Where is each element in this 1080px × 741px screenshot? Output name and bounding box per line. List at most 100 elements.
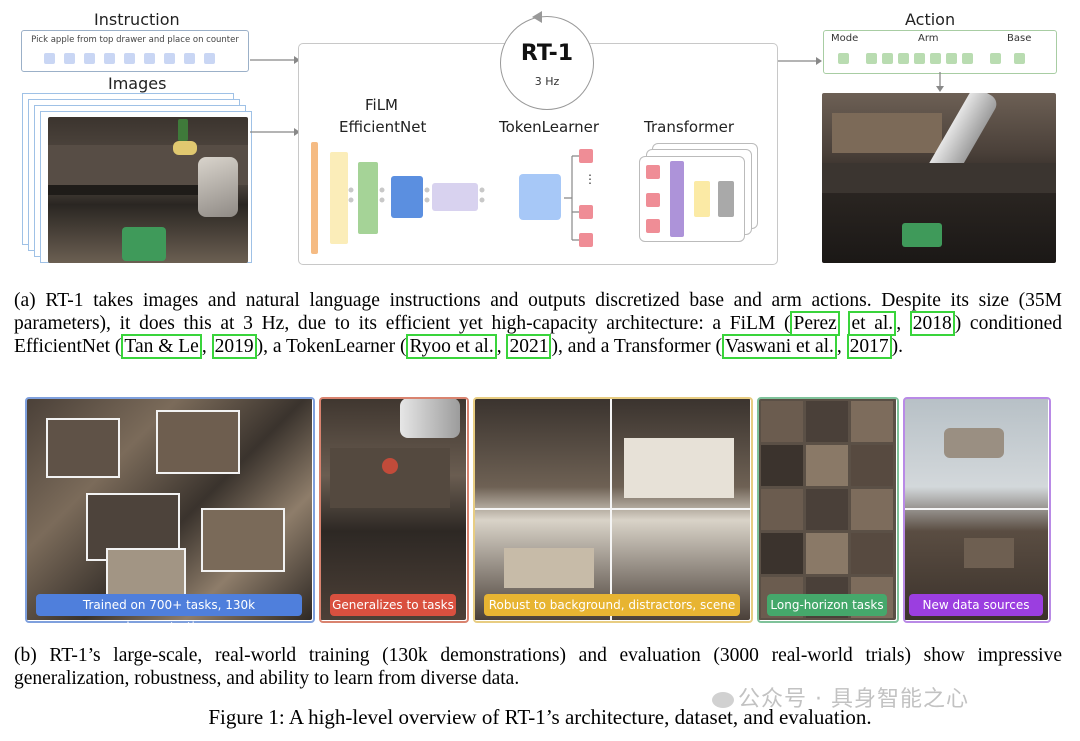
action-arm-label: Arm (918, 33, 939, 44)
citation-link[interactable]: Tan & Le (121, 334, 202, 359)
learned-token (579, 205, 593, 219)
citation-year-link[interactable]: 2018 (909, 311, 955, 336)
grid-cell (806, 489, 848, 530)
panel-frame (25, 397, 315, 623)
action-heading: Action (905, 10, 956, 29)
grid-cell (761, 489, 803, 530)
action-token (1014, 53, 1025, 64)
caption-a-text: ). (891, 336, 904, 357)
instruction-heading: Instruction (94, 10, 180, 29)
panel-label: Trained on 700+ tasks, 130k demonstratio… (36, 594, 302, 634)
action-token (962, 53, 973, 64)
panel-frame (757, 397, 899, 623)
action-token (898, 53, 909, 64)
instruction-box: Pick apple from top drawer and place on … (21, 30, 249, 72)
caption-a-text: ) conditioned EfficientNet ( (14, 313, 1062, 357)
tokenlearner-label: TokenLearner (499, 118, 599, 136)
grid-cell (851, 445, 893, 486)
panel-generalization (320, 398, 466, 620)
figure-caption: Figure 1: A high-level overview of RT-1’… (208, 705, 872, 729)
connector-dots (348, 187, 485, 203)
tokenlearner-block (519, 174, 561, 220)
caption-a: (a) RT-1 takes images and natural langua… (14, 289, 1062, 359)
watermark: 公众号 · 具身智能之心 (712, 681, 969, 713)
learned-token (579, 233, 593, 247)
citation-year-link[interactable]: 2021 (506, 334, 552, 359)
grid-cell (806, 533, 848, 574)
action-down-arrow (936, 72, 944, 92)
film-label: FiLM (365, 96, 399, 114)
action-token (866, 53, 877, 64)
instruction-token (144, 53, 155, 64)
model-name: RT-1 (520, 41, 574, 66)
conv-block (330, 152, 348, 244)
instruction-token (64, 53, 75, 64)
citation-year-link[interactable]: 2017 (846, 334, 892, 359)
panel-label: Generalizes to tasks (330, 594, 456, 616)
instruction-token (164, 53, 175, 64)
output-arrow (778, 57, 822, 65)
instruction-token (124, 53, 135, 64)
action-box: Mode Arm Base (823, 30, 1057, 74)
action-token (946, 53, 957, 64)
grid-cell (806, 401, 848, 442)
caption-a-text: ), and a Transformer ( (551, 336, 723, 357)
caption-a-text: ), a TokenLearner ( (256, 336, 407, 357)
citation-link[interactable]: Vaswani et al. (722, 334, 837, 359)
conv-block (432, 183, 478, 211)
grid-cell (851, 489, 893, 530)
action-base-label: Base (1007, 33, 1032, 44)
citation-link[interactable]: Perez (790, 311, 840, 336)
model-rate: 3 Hz (534, 75, 560, 88)
panel-label: New data sources (909, 594, 1043, 616)
panel-robustness (474, 398, 750, 620)
instruction-text: Pick apple from top drawer and place on … (31, 35, 239, 45)
images-heading: Images (108, 74, 167, 93)
panel-frame (319, 397, 469, 623)
instruction-token (104, 53, 115, 64)
robot-action-image (822, 93, 1056, 263)
citation-link[interactable]: Ryoo et al. (406, 334, 497, 359)
transformer-layer (639, 156, 745, 242)
efficientnet-label: EfficientNet (339, 118, 427, 136)
caption-a-text: (a) RT-1 takes images and natural langua… (14, 290, 1062, 334)
caption-b: (b) RT-1’s large-scale, real-world train… (14, 645, 1062, 689)
conv-block (358, 162, 378, 234)
caption-a-text: , (496, 336, 507, 357)
rt1-circle: RT-1 3 Hz (500, 16, 594, 110)
grid-cell (851, 533, 893, 574)
action-token (838, 53, 849, 64)
learned-token (579, 149, 593, 163)
panel-training (26, 398, 312, 620)
caption-a-text: , (836, 336, 847, 357)
watermark-text: 公众号 · 具身智能之心 (738, 687, 969, 712)
action-token (990, 53, 1001, 64)
action-token (914, 53, 925, 64)
caption-a-text: , (201, 336, 212, 357)
panel-label: Robust to background, distractors, scene (484, 594, 740, 616)
citation-year-link[interactable]: 2019 (211, 334, 257, 359)
panel-frame (903, 397, 1051, 623)
input-arrows (250, 56, 300, 136)
panel-frame (473, 397, 753, 623)
transformer-label: Transformer (644, 118, 735, 136)
action-token (930, 53, 941, 64)
panel-new-data (904, 398, 1048, 620)
grid-cell (761, 533, 803, 574)
caption-a-text: , (896, 313, 910, 334)
tokenlearner-connector (564, 155, 580, 241)
instruction-token (84, 53, 95, 64)
grid-cell (806, 445, 848, 486)
conv-block (391, 176, 423, 218)
grid-cell (761, 445, 803, 486)
grid-cell (851, 401, 893, 442)
grid-cell (761, 401, 803, 442)
robot-camera-image (48, 117, 248, 263)
action-token (882, 53, 893, 64)
panel-label: Long-horizon tasks (767, 594, 887, 616)
action-mode-label: Mode (831, 33, 859, 44)
wechat-icon (712, 692, 734, 708)
instruction-token (204, 53, 215, 64)
instruction-token (184, 53, 195, 64)
citation-link[interactable]: et al. (848, 311, 897, 336)
